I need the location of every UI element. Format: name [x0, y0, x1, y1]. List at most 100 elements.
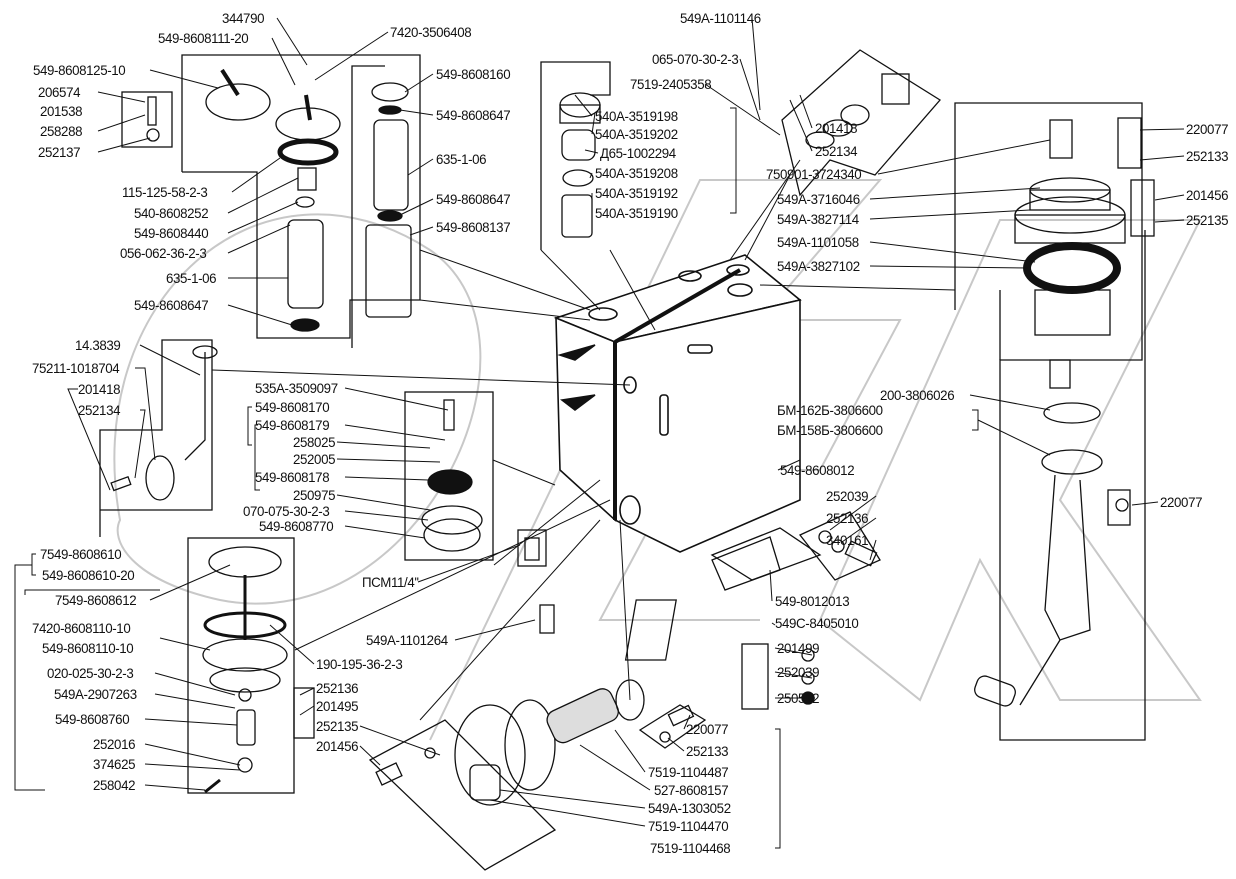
part-number-label: Д65-1002294 — [600, 145, 676, 161]
part-number-label: 549А-3827114 — [777, 211, 859, 227]
part-number-label: 250975 — [293, 487, 336, 503]
part-number-label: 7420-8608110-10 — [32, 620, 131, 636]
part-number-label: 250512 — [777, 690, 820, 706]
part-number-label: 201456 — [316, 738, 359, 754]
part-number-label: 549-8608170 — [255, 399, 330, 415]
part-number-label: 549-8608647 — [134, 297, 209, 313]
part-number-label: 549А-3827102 — [777, 258, 860, 274]
part-number-label: 258042 — [93, 777, 136, 793]
part-number-label: 540А-3519202 — [595, 126, 678, 142]
part-number-label: 549-8608440 — [134, 225, 209, 241]
part-number-label: 252135 — [1186, 212, 1229, 228]
part-number-label: 252133 — [686, 743, 729, 759]
part-number-label: 7549-8608612 — [55, 592, 137, 608]
part-number-label: 549-8608125-10 — [33, 62, 126, 78]
connection-lines — [211, 159, 956, 721]
part-number-label: 252135 — [316, 718, 359, 734]
part-number-label: 020-025-30-2-3 — [47, 665, 134, 681]
part-number-label: 750901-3724340 — [766, 166, 862, 182]
watermark — [113, 179, 1202, 741]
part-number-label: БМ-162Б-3806600 — [777, 402, 883, 418]
part-number-label: 75211-1018704 — [32, 360, 120, 376]
part-number-label: 200-3806026 — [880, 387, 955, 403]
part-number-label: 201538 — [40, 103, 83, 119]
part-number-label: 549-8608160 — [436, 66, 511, 82]
part-number-label: 201418 — [78, 381, 121, 397]
part-number-label: 252134 — [815, 143, 858, 159]
leader-lines — [14, 17, 1185, 849]
part-number-label: 549-8608012 — [780, 462, 855, 478]
part-number-label: 190-195-36-2-3 — [316, 656, 403, 672]
part-number-label: 527-8608157 — [654, 782, 729, 798]
part-number-label: 220077 — [686, 721, 729, 737]
part-number-label: 252039 — [777, 664, 820, 680]
part-number-label: 252133 — [1186, 148, 1229, 164]
part-number-label: 540-8608252 — [134, 205, 209, 221]
part-number-label: 549А-1101058 — [777, 234, 859, 250]
part-number-label: 7519-1104487 — [648, 764, 729, 780]
part-number-label: ПСМ11/4'' — [362, 574, 419, 590]
part-number-label: 220077 — [1186, 121, 1229, 137]
part-number-label: 252039 — [826, 488, 869, 504]
part-number-label: 252016 — [93, 736, 136, 752]
part-number-label: 115-125-58-2-3 — [122, 184, 208, 200]
part-number-label: 340161 — [826, 532, 869, 548]
part-number-label: 635-1-06 — [166, 270, 217, 286]
part-number-label: 549А-3716046 — [777, 191, 860, 207]
part-number-label: 549-8608647 — [436, 107, 511, 123]
part-number-label: 549-8608770 — [259, 518, 334, 534]
part-number-label: 540А-3519190 — [595, 205, 678, 221]
part-number-label: 7519-1104470 — [648, 818, 729, 834]
part-number-label: 635-1-06 — [436, 151, 487, 167]
part-number-label: 252137 — [38, 144, 81, 160]
part-number-label: 070-075-30-2-3 — [243, 503, 330, 519]
part-number-label: 549-8608178 — [255, 469, 330, 485]
part-number-label: 549-8608179 — [255, 417, 330, 433]
part-number-label: 540А-3519198 — [595, 108, 678, 124]
part-number-label: 252134 — [78, 402, 121, 418]
part-number-label: 549-8608110-10 — [42, 640, 134, 656]
part-number-label: 549А-1101264 — [366, 632, 448, 648]
part-number-label: 549С-8405010 — [775, 615, 859, 631]
part-number-label: 540А-3519208 — [595, 165, 678, 181]
part-number-label: 549-8608647 — [436, 191, 511, 207]
part-number-label: 258288 — [40, 123, 83, 139]
part-number-label: 220077 — [1160, 494, 1203, 510]
part-number-label: 549-8608760 — [55, 711, 130, 727]
part-number-label: 056-062-36-2-3 — [120, 245, 207, 261]
group-boxes — [99, 49, 1155, 871]
part-number-label: 540А-3519192 — [595, 185, 678, 201]
part-number-label: 14.3839 — [75, 337, 121, 353]
part-number-label: 549-8608137 — [436, 219, 511, 235]
part-number-label: 7549-8608610 — [40, 546, 122, 562]
part-number-label: 549А-2907263 — [54, 686, 137, 702]
part-number-label: 7420-3506408 — [390, 24, 472, 40]
part-number-label: 252005 — [293, 451, 336, 467]
sender-parts — [974, 119, 1129, 707]
part-number-label: 258025 — [293, 434, 336, 450]
part-number-label: 344790 — [222, 10, 265, 26]
part-number-label: 206574 — [38, 84, 81, 100]
part-number-label: 252136 — [316, 680, 359, 696]
part-number-label: 201418 — [815, 120, 858, 136]
fuel-tank — [553, 254, 802, 553]
part-number-label: 549-8012013 — [775, 593, 850, 609]
part-number-label: 549А-1303052 — [648, 800, 731, 816]
part-number-label: 201456 — [1186, 187, 1229, 203]
part-number-label: 201499 — [777, 640, 820, 656]
misc-parts — [110, 345, 878, 806]
part-number-label: БМ-158Б-3806600 — [777, 422, 883, 438]
part-number-label: 549А-1101146 — [680, 10, 761, 26]
part-number-label: 374625 — [93, 756, 136, 772]
filter-parts — [146, 68, 870, 332]
part-number-label: 252136 — [826, 510, 869, 526]
part-number-label: 065-070-30-2-3 — [652, 51, 739, 67]
part-number-label: 549-8608111-20 — [158, 30, 249, 46]
part-number-label: 549-8608610-20 — [42, 567, 135, 583]
part-number-label: 7519-1104468 — [650, 840, 731, 856]
part-number-label: 201495 — [316, 698, 359, 714]
part-number-label: 535А-3509097 — [255, 380, 338, 396]
part-number-label: 7519-2405358 — [630, 76, 712, 92]
